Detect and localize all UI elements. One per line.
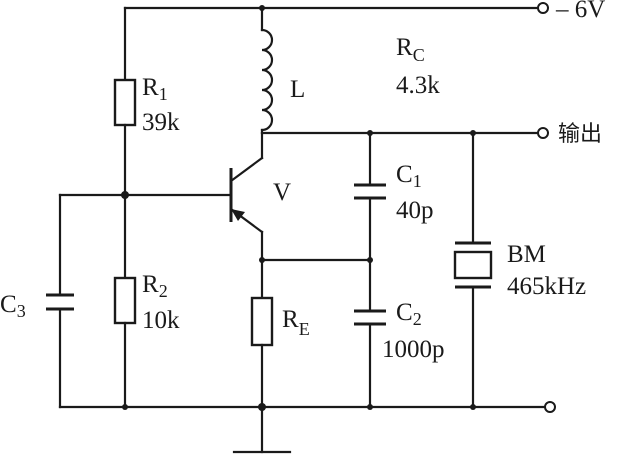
- rc-value: 4.3k: [396, 72, 440, 99]
- capacitor-c3: [46, 193, 233, 409]
- output-terminal[interactable]: [537, 127, 549, 139]
- crystal-body: [453, 250, 493, 280]
- supply-terminal[interactable]: [537, 2, 549, 14]
- r2-value: 10k: [142, 307, 180, 334]
- crystal-bm: [453, 130, 493, 410]
- rc-label: RC: [396, 34, 425, 65]
- r1-label: R1: [142, 74, 168, 104]
- inductor-label: L: [290, 76, 305, 103]
- inductor-l: [259, 5, 274, 135]
- ground-terminal[interactable]: [544, 401, 556, 413]
- r1-value: 39k: [142, 109, 180, 136]
- c1-label: C1: [396, 161, 422, 191]
- emitter-arrow: [231, 209, 245, 221]
- bias-divider: [113, 6, 137, 409]
- transistor-label: V: [273, 179, 291, 206]
- ground-rail: [58, 401, 556, 454]
- supply-label: – 6V: [555, 0, 605, 23]
- resistor-r1: [113, 78, 137, 127]
- resistor-re-group: [250, 296, 274, 409]
- transistor-v: [229, 131, 264, 300]
- collector-lead: [229, 156, 264, 183]
- crystal-label: BM: [507, 241, 546, 268]
- emitter-feedback: [259, 257, 372, 263]
- output-line: [260, 127, 549, 139]
- r2-label: R2: [142, 271, 168, 301]
- c2-label: C2: [396, 299, 422, 329]
- resistor-re: [250, 296, 274, 347]
- output-label: 输出: [558, 122, 602, 147]
- resistor-r2: [113, 276, 137, 325]
- supply-rail: [123, 2, 549, 14]
- crystal-frequency: 465kHz: [507, 273, 586, 300]
- c1-value: 40p: [396, 197, 434, 224]
- c2-value: 1000p: [382, 336, 445, 363]
- re-label: RE: [282, 306, 310, 339]
- capacitor-column: [354, 130, 386, 409]
- c3-label: C3: [0, 291, 26, 321]
